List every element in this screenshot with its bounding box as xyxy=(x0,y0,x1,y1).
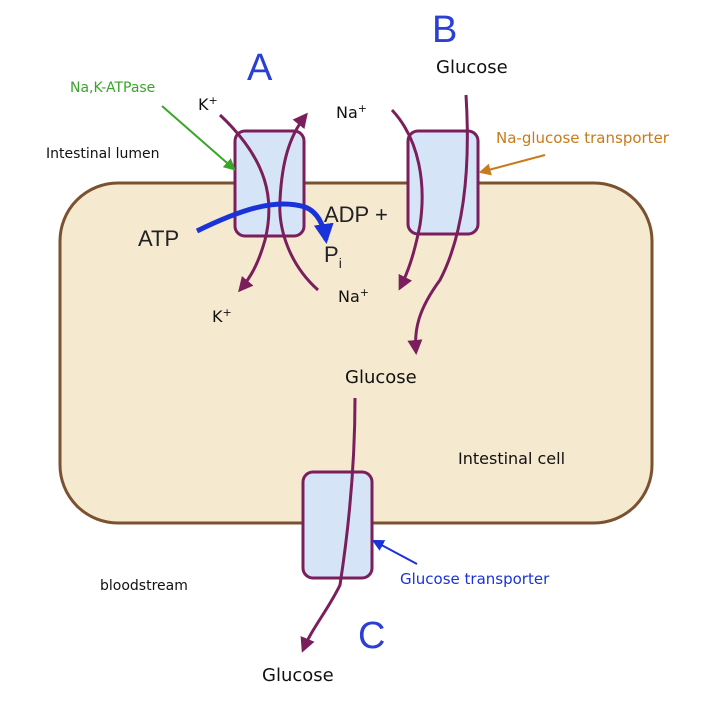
glucose-top-label: Glucose xyxy=(436,57,508,78)
label-a: A xyxy=(247,47,273,89)
na-glucose-transporter-label: Na-glucose transporter xyxy=(496,129,670,147)
na-efflux-arrow xyxy=(278,112,319,292)
label-b: B xyxy=(432,9,457,51)
intestinal-lumen-label: Intestinal lumen xyxy=(46,146,159,162)
pi-label: Pi xyxy=(324,242,342,271)
intestinal-cell-label: Intestinal cell xyxy=(458,449,565,468)
glucose-efflux-arrow xyxy=(300,397,357,653)
adp-label: ADP + xyxy=(324,202,388,227)
na-bottom-label: Na+ xyxy=(338,286,369,306)
atp-label: ATP xyxy=(138,226,179,251)
na-glucose-transporter-shape xyxy=(406,129,480,236)
glucose-transporter-pointer xyxy=(371,539,418,565)
bloodstream-label: bloodstream xyxy=(100,578,188,594)
k-influx-arrow xyxy=(218,113,271,293)
na-top-label: Na+ xyxy=(336,102,367,122)
label-c: C xyxy=(358,615,385,657)
na-k-atpase-label: Na,K-ATPase xyxy=(70,80,155,96)
na-glucose-pointer xyxy=(478,154,546,176)
k-bottom-label: K+ xyxy=(212,306,232,326)
atp-hydrolysis-arrow xyxy=(195,201,334,244)
glucose-transporter-label: Glucose transporter xyxy=(400,570,550,588)
glucose-mid-label: Glucose xyxy=(345,367,417,388)
glucose-bottom-label: Glucose xyxy=(262,665,334,686)
k-top-label: K+ xyxy=(198,94,218,114)
na-k-atpase-pointer xyxy=(161,105,236,171)
glucose-influx-arrow xyxy=(407,94,469,355)
na-influx-arrow xyxy=(390,108,424,291)
glucose-transporter-shape xyxy=(301,470,374,580)
